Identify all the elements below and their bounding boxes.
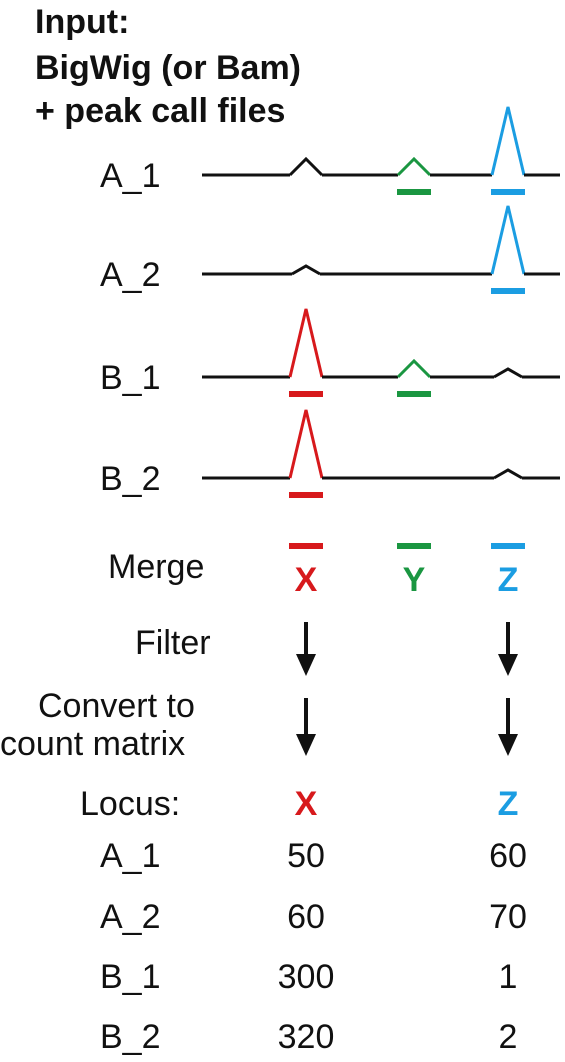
- table-row: A_1 50 60: [100, 837, 527, 875]
- row-sample-label: A_2: [100, 898, 161, 936]
- signal-peak-x: [291, 264, 321, 276]
- track-label: A_1: [100, 157, 161, 195]
- count-cell-z: 60: [489, 837, 527, 875]
- count-cell-x: 50: [287, 837, 325, 875]
- row-sample-label: B_2: [100, 1018, 161, 1056]
- track-b-1: B_1: [100, 308, 560, 397]
- title-line-3: + peak call files: [35, 92, 285, 130]
- title-line-2: BigWig (or Bam): [35, 49, 301, 87]
- peak-call-bar-y: [397, 391, 431, 397]
- peak-call-bar-x: [289, 391, 323, 397]
- signal-peak-x: [288, 308, 324, 378]
- track-label: A_2: [100, 256, 161, 294]
- count-cell-z: 1: [499, 958, 518, 996]
- count-cell-x: 300: [278, 958, 335, 996]
- down-arrow-icon: [498, 698, 518, 756]
- sample-tracks: A_1A_2B_1B_2: [100, 106, 560, 498]
- merged-bar-z: [491, 543, 525, 549]
- signal-peak-x: [288, 156, 324, 177]
- row-sample-label: A_1: [100, 837, 161, 875]
- count-cell-x: 320: [278, 1018, 335, 1056]
- count-cell-x: 60: [287, 898, 325, 936]
- convert-label-line-1: Convert to: [38, 687, 195, 725]
- convert-label-line-2: count matrix: [0, 725, 185, 763]
- filter-label: Filter: [135, 624, 211, 662]
- signal-peak-z: [493, 367, 523, 379]
- track-b-2: B_2: [100, 409, 560, 498]
- signal-peak-x: [288, 409, 324, 479]
- track-a-2: A_2: [100, 205, 560, 294]
- track-label: B_2: [100, 460, 161, 498]
- locus-header-x: X: [295, 785, 318, 823]
- merged-loci: X Y Z: [289, 543, 525, 599]
- count-cell-z: 2: [499, 1018, 518, 1056]
- merged-locus-x: X: [295, 561, 318, 599]
- process-arrows: [296, 622, 518, 756]
- table-row: B_1 300 1: [100, 958, 517, 996]
- merge-label: Merge: [108, 548, 204, 586]
- signal-peak-z: [490, 106, 526, 176]
- count-cell-z: 70: [489, 898, 527, 936]
- row-sample-label: B_1: [100, 958, 161, 996]
- track-label: B_1: [100, 359, 161, 397]
- down-arrow-icon: [498, 622, 518, 676]
- merged-locus-y: Y: [403, 561, 426, 599]
- peak-call-bar-x: [289, 492, 323, 498]
- merged-bar-y: [397, 543, 431, 549]
- down-arrow-icon: [296, 698, 316, 756]
- signal-peak-z: [490, 205, 526, 275]
- track-a-1: A_1: [100, 106, 560, 195]
- locus-header-label: Locus:: [80, 785, 180, 823]
- signal-peak-y: [396, 358, 432, 379]
- locus-header-z: Z: [498, 785, 519, 823]
- peak-call-bar-z: [491, 189, 525, 195]
- signal-peak-z: [493, 468, 523, 480]
- title-line-1: Input:: [35, 3, 129, 41]
- peak-call-bar-z: [491, 288, 525, 294]
- merged-locus-z: Z: [498, 561, 519, 599]
- table-row: B_2 320 2: [100, 1018, 517, 1056]
- merged-bar-x: [289, 543, 323, 549]
- table-row: A_2 60 70: [100, 898, 527, 936]
- down-arrow-icon: [296, 622, 316, 676]
- peak-call-bar-y: [397, 189, 431, 195]
- signal-peak-y: [396, 156, 432, 177]
